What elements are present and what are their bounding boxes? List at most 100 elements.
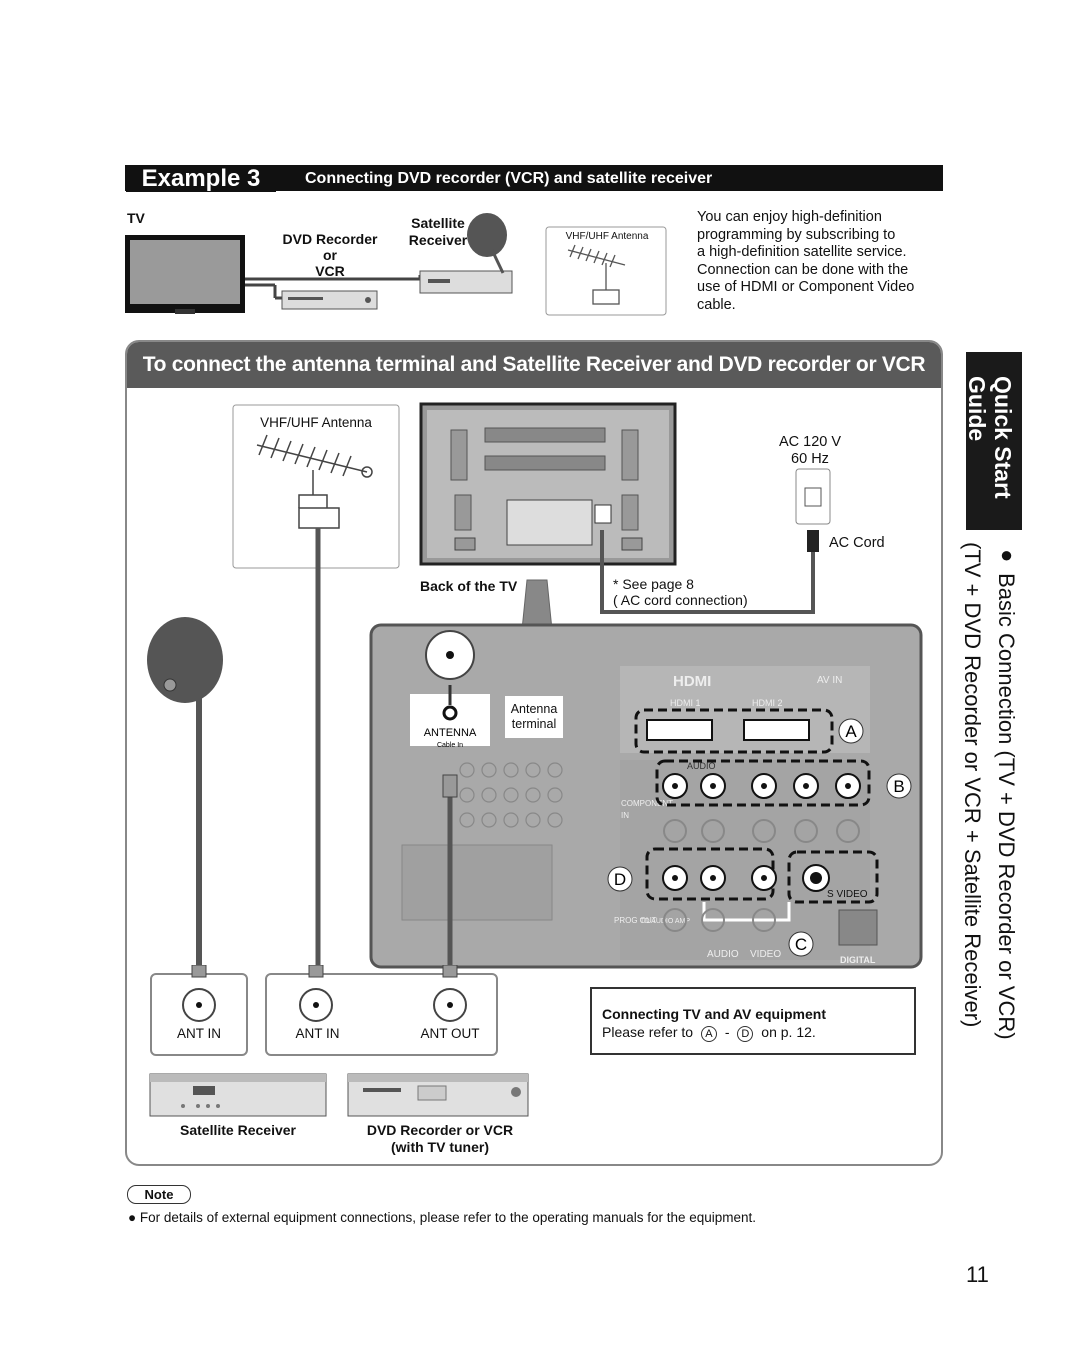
note-label: Note — [127, 1185, 191, 1204]
dvd-to-tv-cable — [442, 685, 458, 970]
marker-b — [886, 773, 912, 799]
ant-jacks — [182, 965, 467, 1022]
sat-label-line2: Receiver — [408, 232, 468, 248]
top-antenna-label: VHF/UHF Antenna — [565, 231, 649, 242]
intro-line: You can enjoy high-definition — [697, 209, 882, 225]
intro-text: You can enjoy high-definition programmin… — [697, 209, 914, 314]
av-group-d — [645, 847, 775, 901]
hdmi1-port — [646, 719, 713, 741]
satellite-receiver-icon — [419, 270, 513, 294]
audio-top-label: AUDIO — [687, 761, 716, 771]
ac-cord-icon — [600, 530, 819, 614]
sat-label-line1: Satellite — [411, 215, 465, 231]
panel-title-bar — [127, 342, 941, 388]
ant-out-label: ANT OUT — [420, 1026, 480, 1041]
vhf-uhf-antenna-label: VHF/UHF Antenna — [260, 415, 372, 430]
audio-amp-label: TO AUDIO AMP — [640, 918, 690, 925]
satellite-receiver-label: Satellite Receiver — [398, 215, 478, 249]
quick-start-text: Quick Start Guide — [964, 376, 1016, 499]
example-label: Example 3 — [126, 166, 276, 192]
marker-a — [838, 718, 864, 744]
page-number: 11 — [966, 1262, 989, 1287]
ac-freq: 60 Hz — [791, 451, 829, 467]
hdmi1-label: HDMI 1 — [670, 698, 701, 708]
marker-c — [788, 931, 814, 957]
connecting-text-post: on p. 12. — [761, 1024, 816, 1040]
guide-label: Guide — [964, 376, 990, 442]
antenna-terminal-label: Antenna terminal — [505, 702, 563, 732]
dvd-label-line: DVD Recorder — [282, 231, 378, 247]
antenna-jack-label: ANTENNA — [424, 727, 477, 739]
vent-dots — [459, 762, 563, 828]
cable-in-label: Cable In — [437, 742, 463, 749]
marker-c-text: C — [795, 935, 807, 954]
dvd-vcr-label: DVD Recorder or VCR — [270, 231, 390, 279]
marker-b-text: B — [893, 777, 904, 796]
connecting-box-text: Please refer to A - D on p. 12. — [602, 1024, 816, 1042]
marker-d-text: D — [614, 870, 626, 889]
tv-label: TV — [127, 210, 145, 226]
intro-line: programming by subscribing to — [697, 226, 896, 243]
dvd-recorder-icon — [281, 290, 378, 310]
antenna-terminal-line1: Antenna — [510, 702, 558, 716]
quick-start-tab — [966, 352, 1022, 530]
dvd-label-vcr: VCR — [315, 263, 345, 279]
hdmi2-label: HDMI 2 — [752, 698, 783, 708]
satellite-receiver-label-bottom: Satellite Receiver — [180, 1122, 296, 1138]
ant-in-label-2: ANT IN — [295, 1026, 340, 1041]
connection-diagram: HDMI AV IN HDMI 1 HDMI 2 ANTENNA Cable I… — [147, 402, 923, 970]
connecting-text-pre: Please refer to — [602, 1024, 694, 1040]
video-bottom-label: VIDEO — [750, 949, 781, 960]
ant-in-label-1: ANT IN — [176, 1026, 221, 1041]
dvd-recorder-label-bottom: DVD Recorder or VCR (with TV tuner) — [340, 1122, 540, 1156]
tv-icon — [125, 235, 245, 314]
dvd-label-or: or — [323, 247, 337, 263]
dvd-recorder-device — [347, 1073, 529, 1117]
hdmi2-port — [743, 719, 810, 741]
component-in-label: IN — [621, 811, 629, 820]
satellite-dish-icon — [467, 213, 507, 274]
hdmi-group-a — [634, 708, 834, 754]
antenna-terminal-line2: terminal — [511, 717, 557, 731]
ac-voltage: AC 120 V — [778, 434, 842, 450]
prog-out-label: PROG OUT — [614, 916, 657, 925]
antenna-icon — [256, 434, 373, 529]
satellite-receiver-device — [149, 1073, 327, 1117]
marker-d — [607, 866, 633, 892]
marker-a-ref: A — [700, 1026, 717, 1042]
component-jacks — [662, 773, 861, 799]
dvd-recorder-line2: (with TV tuner) — [391, 1139, 489, 1155]
note-text: ● For details of external equipment conn… — [128, 1210, 757, 1225]
s-video-label: S VIDEO — [827, 889, 868, 900]
tv-back-icon — [419, 402, 677, 566]
audio-bottom-label: AUDIO — [707, 949, 739, 960]
devices — [149, 1073, 529, 1117]
svideo-group — [787, 850, 879, 904]
ac-cord-label: AC Cord — [829, 535, 885, 551]
example-subtitle: Connecting DVD recorder (VCR) and satell… — [305, 170, 713, 187]
see-page: * See page 8 — [613, 576, 694, 592]
quick-start-label: Quick Start — [990, 376, 1016, 499]
panel-title: To connect the antenna terminal and Sate… — [142, 353, 926, 376]
connecting-box-title: Connecting TV and AV equipment — [602, 1006, 826, 1022]
side-line2: (TV + DVD Recorder or VCR + Satellite Re… — [960, 542, 985, 1028]
dvd-recorder-line1: DVD Recorder or VCR — [366, 1122, 514, 1138]
hdmi-logo: HDMI — [673, 673, 711, 690]
connecting-box — [590, 987, 916, 1055]
satellite-dish-icon — [147, 617, 223, 970]
connecting-dash: - — [724, 1024, 730, 1040]
side-line1: ● Basic Connection (TV + DVD Recorder or… — [994, 542, 1019, 1040]
side-section-text: ● Basic Connection (TV + DVD Recorder or… — [955, 542, 1023, 1040]
antenna-icon — [567, 244, 626, 305]
back-of-tv-label: Back of the TV — [420, 578, 518, 594]
intro-line: a high-definition satellite service. — [697, 244, 907, 260]
dvd-ant-box — [265, 973, 498, 1056]
av-in-label: AV IN — [817, 675, 842, 686]
see-page-note: * See page 8 ( AC cord connection) — [613, 576, 748, 608]
intro-line: Connection can be done with the — [697, 261, 909, 278]
component-label: COMPONENT — [621, 799, 673, 808]
marker-d-ref: D — [737, 1026, 754, 1042]
component-group-b — [655, 759, 871, 807]
ac-cord-connection: ( AC cord connection) — [613, 592, 748, 608]
intro-line: use of HDMI or Component Video — [697, 279, 915, 295]
